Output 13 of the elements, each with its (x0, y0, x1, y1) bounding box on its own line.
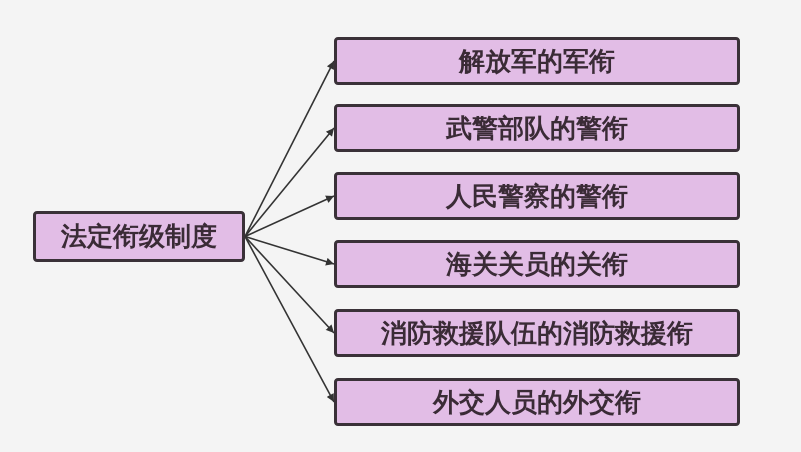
branch-box: 消防救援队伍的消防救援衔 (334, 309, 740, 357)
arrow (244, 236, 335, 402)
branch-box: 解放军的军衔 (334, 37, 740, 85)
branch-box: 武警部队的警衔 (334, 104, 740, 152)
branch-box: 外交人员的外交衔 (334, 378, 740, 426)
arrow (244, 60, 335, 237)
branch-box: 人民警察的警衔 (334, 172, 740, 220)
arrow (244, 236, 335, 334)
arrow (244, 195, 334, 238)
root-box: 法定衔级制度 (33, 211, 245, 262)
arrow (244, 236, 334, 266)
arrow (244, 128, 335, 237)
branch-box: 海关关员的关衔 (334, 240, 740, 288)
